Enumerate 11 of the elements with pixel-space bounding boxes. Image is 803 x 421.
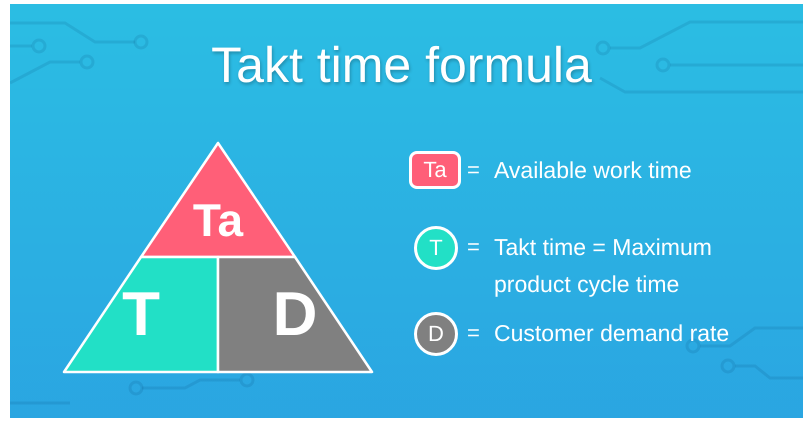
- equals-sign: =: [467, 157, 480, 183]
- definition-text: Customer demand rate: [494, 319, 730, 348]
- title: Takt time formula: [211, 36, 592, 94]
- definition-text: Takt time = Maximum product cycle time: [494, 233, 713, 299]
- triangle-segment: T: [64, 257, 218, 372]
- equals-sign: =: [467, 234, 480, 260]
- definition-text: Available work time: [494, 156, 693, 185]
- triangle-segment: Ta: [141, 143, 295, 257]
- equals-sign: =: [467, 320, 480, 346]
- triangle-segment: D: [218, 257, 372, 372]
- key-badge: Ta: [409, 151, 461, 189]
